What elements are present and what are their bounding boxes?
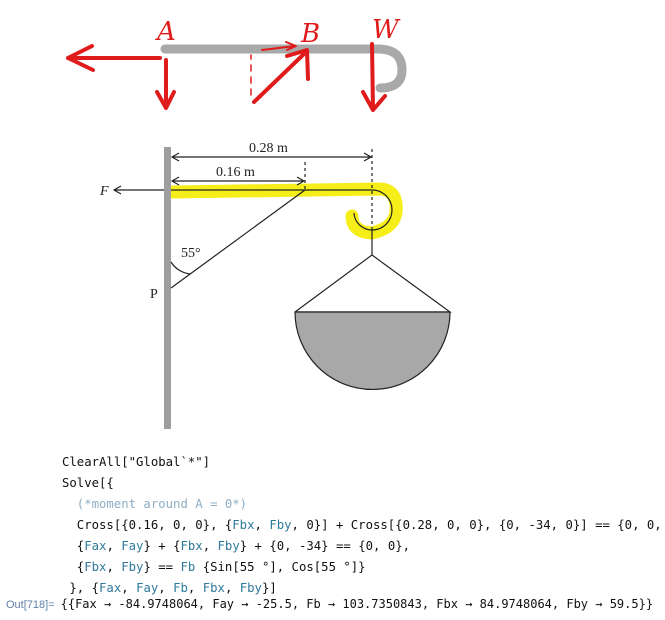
basket	[294, 311, 451, 391]
force-arrow	[112, 185, 164, 195]
angle-label: 55°	[181, 246, 201, 261]
hanger	[294, 230, 452, 313]
notebook-output-cell: Out[718]= {{Fax → -84.9748064, Fay → -25.…	[6, 597, 653, 611]
arrow-fay	[155, 58, 176, 110]
code-token: Solve[{	[62, 476, 114, 490]
label-b: B	[300, 19, 320, 49]
code-token: Fby	[217, 539, 240, 553]
code-line: (*moment around A = 0*)	[62, 494, 665, 515]
code-token: ,	[187, 581, 203, 595]
code-token: ,	[106, 539, 122, 553]
label-a: A	[155, 17, 176, 47]
code-token: Fby	[239, 581, 262, 595]
code-token: ClearAll["Global`*"]	[62, 455, 211, 469]
code-token: Fb	[173, 581, 188, 595]
free-body-sketch: A B W	[66, 15, 407, 112]
wall	[164, 147, 171, 429]
code-token: (*moment around A = 0*)	[62, 497, 248, 511]
code-token: } + {0, -34} == {0, 0},	[239, 539, 411, 553]
angle-arc	[170, 261, 191, 275]
code-token: } + {	[143, 539, 181, 553]
output-label: Out[718]=	[6, 599, 55, 611]
code-token: ,	[121, 581, 137, 595]
arrow-fb	[252, 48, 310, 104]
code-token: Fax	[84, 539, 107, 553]
code-line: {Fax, Fay} + {Fbx, Fby} + {0, -34} == {0…	[62, 536, 665, 557]
code-token: } ==	[143, 560, 181, 574]
code-token: }]	[261, 581, 277, 595]
arrow-w	[361, 42, 387, 112]
dim-long	[170, 152, 373, 162]
code-token: }, {	[62, 581, 100, 595]
beam	[171, 189, 393, 231]
code-token: {	[62, 560, 85, 574]
notebook-input-cell[interactable]: ClearAll["Global`*"] Solve[{ (*moment aro…	[62, 452, 665, 599]
code-token: Fby	[269, 518, 292, 532]
code-token: Fax	[99, 581, 122, 595]
code-token: Cross[{0.16, 0, 0}, {	[62, 518, 233, 532]
code-token: Fbx	[202, 581, 225, 595]
dim-short	[170, 176, 306, 186]
code-line: {Fbx, Fby} == Fb {Sin[55 °], Cos[55 °]}	[62, 557, 665, 578]
code-token: Fby	[121, 560, 144, 574]
output-text: {{Fax → -84.9748064, Fay → -25.5, Fb → 1…	[60, 597, 654, 611]
code-line: Cross[{0.16, 0, 0}, {Fbx, Fby, 0}] + Cro…	[62, 515, 665, 536]
force-label: F	[99, 184, 109, 199]
pivot-label: P	[150, 287, 158, 302]
code-line: ClearAll["Global`*"]	[62, 452, 665, 473]
arrow-fax	[66, 44, 162, 72]
label-w: W	[372, 15, 401, 45]
textbook-diagram: 0.28 m 0.16 m F 55° P	[99, 141, 452, 429]
code-line: }, {Fax, Fay, Fb, Fbx, Fby}]	[62, 578, 665, 599]
code-token: ,	[106, 560, 122, 574]
code-token: Fbx	[84, 560, 107, 574]
code-token: , 0}] + Cross[{0.28, 0, 0}, {0, -34, 0}]…	[291, 518, 665, 532]
code-line: Solve[{	[62, 473, 665, 494]
code-token: {	[62, 539, 85, 553]
code-token: Fay	[121, 539, 144, 553]
figure: A B W 0.28 m 0.16 m F 55° P	[66, 15, 452, 429]
dim-short-label: 0.16 m	[216, 165, 255, 180]
code-token: Fb	[180, 560, 196, 574]
dim-long-label: 0.28 m	[249, 141, 288, 156]
code-token: ,	[158, 581, 174, 595]
code-token: Fbx	[232, 518, 255, 532]
sketch-beam	[160, 44, 407, 93]
code-token: Fay	[136, 581, 159, 595]
code-token: ,	[254, 518, 270, 532]
highlight	[165, 182, 403, 240]
code-token: ,	[224, 581, 240, 595]
code-token: Fbx	[180, 539, 203, 553]
arrow-fbx	[261, 41, 297, 51]
code-token: ,	[202, 539, 218, 553]
strut	[170, 189, 306, 289]
code-token: {Sin[55 °], Cos[55 °]}	[195, 560, 366, 574]
